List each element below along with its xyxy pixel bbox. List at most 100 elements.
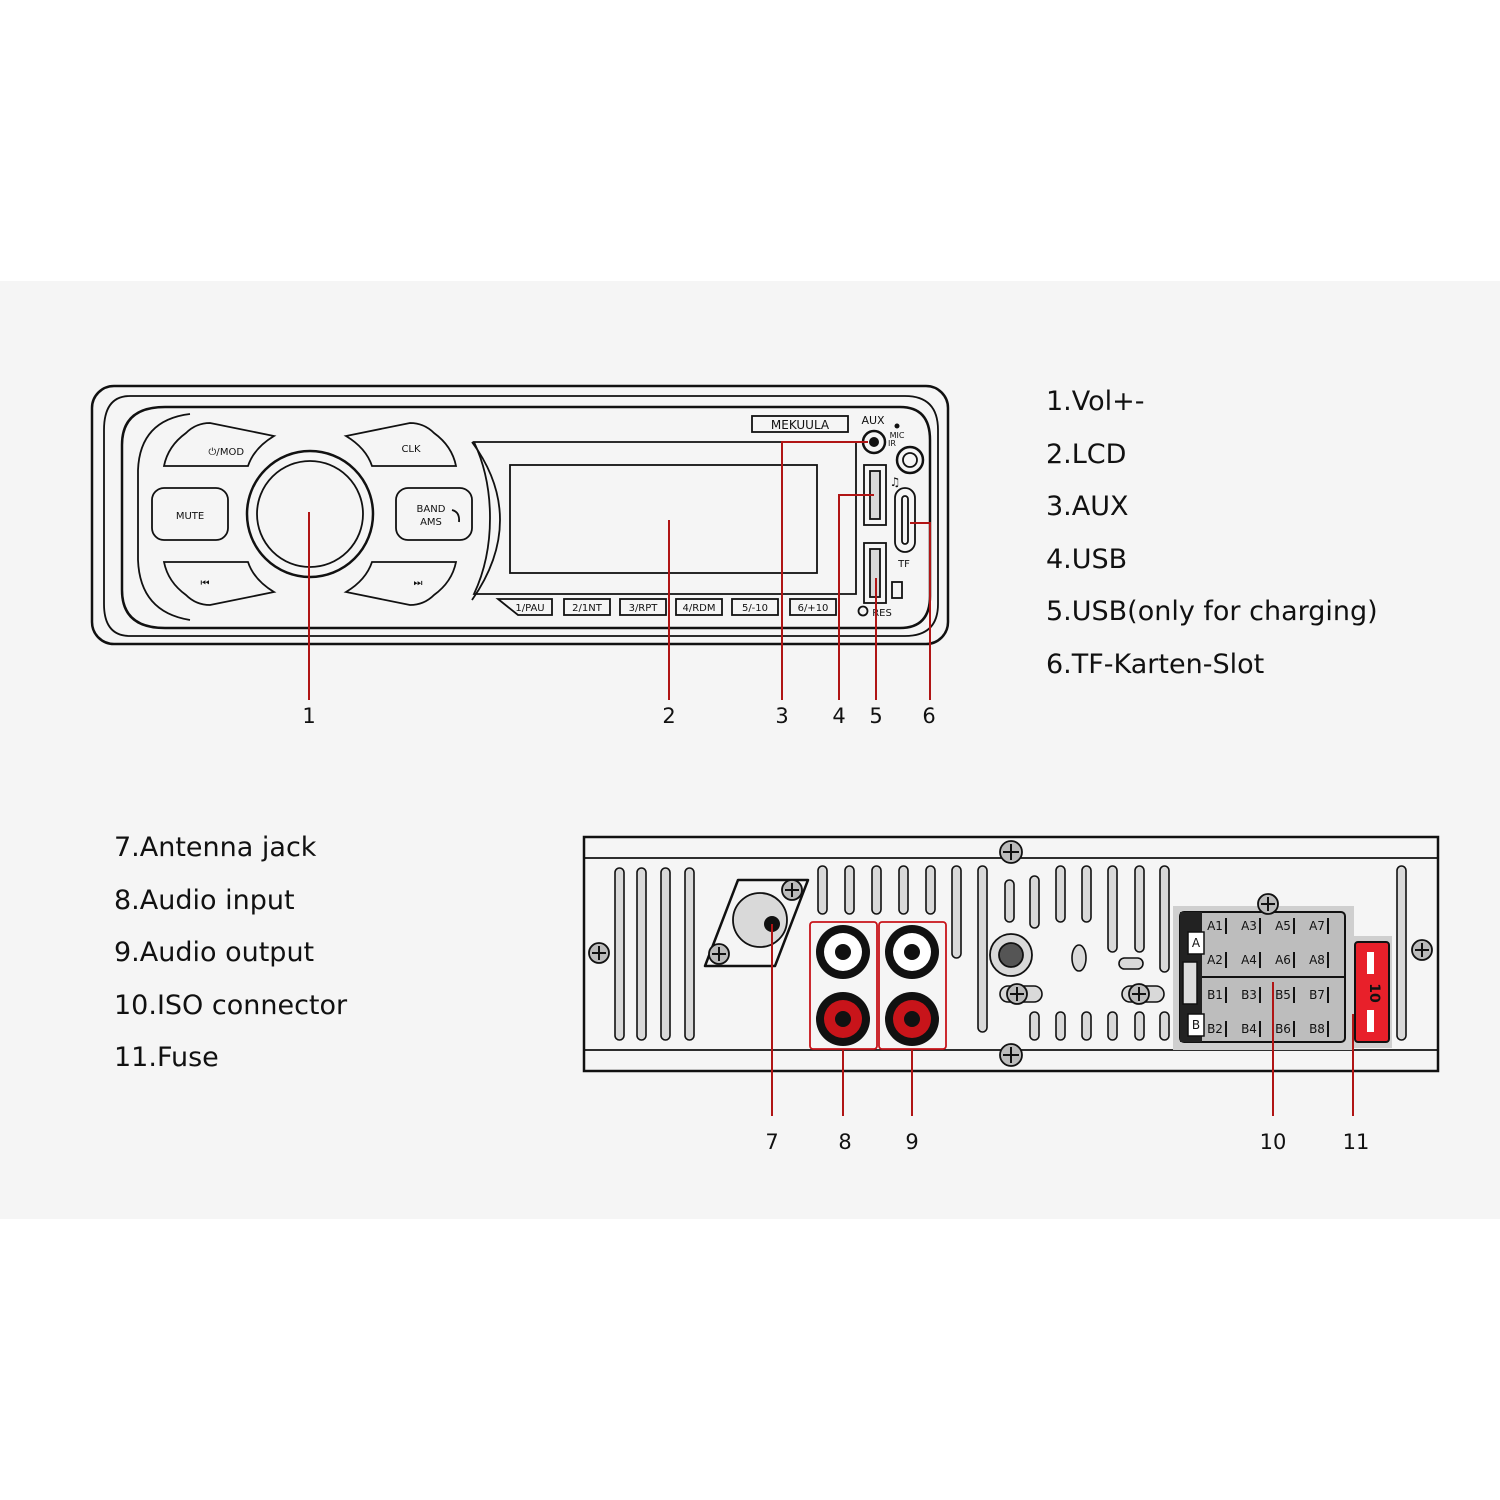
pin-b4: B4	[1241, 1022, 1257, 1036]
preset-5-label: 5/-10	[742, 603, 768, 614]
audio-output-rca[interactable]	[878, 921, 947, 1050]
preset-buttons: 1/PAU 2/1NT 3/RPT 4/RDM 5/-10 6/+10	[495, 598, 837, 616]
preset-2-button[interactable]	[563, 598, 611, 616]
front-housing-outer	[90, 384, 950, 646]
callout-9: 9	[905, 1130, 918, 1154]
pin-a4: A4	[1241, 953, 1257, 967]
pin-a7: A7	[1309, 919, 1325, 933]
preset-6-label: 6/+10	[798, 603, 829, 614]
reset-hole[interactable]	[857, 605, 869, 617]
front-panel: ⏻/ MOD CLK MUTE BAND AMS ⏮ ⏭	[90, 384, 950, 646]
fuse-label: 10	[1366, 983, 1382, 1003]
next-button[interactable]: ⏭	[343, 561, 458, 606]
mute-label: MUTE	[176, 511, 204, 522]
rear-callout-lines	[771, 924, 1354, 1116]
pin-b8: B8	[1309, 1022, 1325, 1036]
screw-icon	[1411, 939, 1433, 961]
callout-11: 11	[1343, 1130, 1370, 1154]
callout-1: 1	[302, 704, 315, 728]
tf-card-slot[interactable]	[894, 487, 916, 553]
legend-item-fuse: 11.Fuse	[114, 1042, 219, 1073]
pin-a6: A6	[1275, 953, 1291, 967]
clk-button[interactable]: CLK	[343, 422, 458, 467]
rear-housing	[582, 835, 1440, 1073]
fuse[interactable]: 10	[1350, 936, 1392, 1048]
legend-item-usb: 4.USB	[1046, 543, 1128, 575]
pin-b1: B1	[1207, 988, 1223, 1002]
mic-hole	[894, 423, 900, 429]
front-housing-inner	[103, 395, 939, 637]
antenna-jack[interactable]	[703, 878, 810, 968]
ams-label: AMS	[420, 517, 442, 528]
connector-a-label: A	[1192, 936, 1201, 950]
next-icon: ⏭	[414, 578, 423, 589]
front-faceplate	[120, 405, 932, 630]
screw-icon	[588, 942, 610, 964]
res-label: RES	[872, 608, 892, 619]
pin-b7: B7	[1309, 988, 1325, 1002]
front-callout-lines	[308, 441, 931, 700]
preset-1-label: 1/PAU	[515, 603, 544, 614]
tf-label: TF	[897, 559, 910, 570]
mod-label: MOD	[220, 447, 244, 458]
preset-5-button[interactable]	[731, 598, 779, 616]
brand-logo: MEKUULA	[771, 418, 830, 432]
vent-slots	[614, 865, 1407, 1041]
preset-6-button[interactable]	[789, 598, 837, 616]
preset-1-button[interactable]	[495, 598, 553, 616]
pin-a1: A1	[1207, 919, 1223, 933]
legend-item-usb-charging: 5.USB(only for charging)	[1046, 596, 1378, 627]
legend-item-audio-output: 9.Audio output	[114, 937, 315, 968]
ir-label: IR	[888, 439, 896, 448]
pin-b3: B3	[1241, 988, 1257, 1002]
rear-legend: 7.Antenna jack 8.Audio input 9.Audio out…	[114, 831, 347, 1094]
screws	[588, 840, 1433, 1067]
mic-label: MIC	[890, 431, 905, 440]
pin-b6: B6	[1275, 1022, 1291, 1036]
button-frame-left	[137, 413, 191, 621]
pin-a3: A3	[1241, 919, 1257, 933]
aux-label: AUX	[861, 414, 885, 427]
front-callout-numbers: 1 2 3 4 5 6	[302, 704, 935, 728]
release-button[interactable]	[895, 445, 925, 475]
legend-item-vol: 1.Vol+-	[1046, 386, 1145, 417]
brand-plate	[751, 415, 849, 433]
preset-4-label: 4/RDM	[682, 603, 715, 614]
band-ams-button[interactable]: BAND AMS	[395, 487, 473, 541]
preset-3-button[interactable]	[619, 598, 667, 616]
preset-4-button[interactable]	[675, 598, 723, 616]
legend-item-antenna: 7.Antenna jack	[114, 832, 317, 863]
previous-button[interactable]: ⏮	[162, 561, 277, 606]
lcd-screen	[509, 464, 818, 574]
legend-item-aux: 3.AUX	[1046, 491, 1129, 522]
preset-2-label: 2/1NT	[572, 603, 603, 614]
pin-b5: B5	[1275, 988, 1291, 1002]
callout-4: 4	[832, 704, 845, 728]
mod-button[interactable]: ⏻/ MOD	[162, 422, 277, 467]
phone-icon	[451, 509, 461, 523]
preset-3-label: 3/RPT	[629, 603, 659, 614]
lcd-bezel	[472, 441, 857, 595]
audio-input-rca[interactable]	[809, 921, 878, 1050]
mount-hole	[989, 933, 1165, 1005]
callout-10: 10	[1260, 1130, 1287, 1154]
rear-panel: A B A1 A3 A5 A7 A2 A4 A6 A8 B1 B3 B5 B7 …	[582, 835, 1440, 1073]
diagram-background	[0, 281, 1500, 1219]
legend-item-iso: 10.ISO connector	[114, 989, 348, 1021]
callout-8: 8	[838, 1130, 851, 1154]
pin-a2: A2	[1207, 953, 1223, 967]
callout-5: 5	[869, 704, 882, 728]
legend-item-audio-input: 8.Audio input	[114, 884, 295, 916]
legend-item-lcd: 2.LCD	[1046, 438, 1127, 470]
mute-button[interactable]: MUTE	[151, 487, 229, 541]
power-icon: ⏻/	[208, 447, 220, 458]
pin-b2: B2	[1207, 1022, 1223, 1036]
iso-connector[interactable]: A B A1 A3 A5 A7 A2 A4 A6 A8 B1 B3 B5 B7 …	[1173, 893, 1354, 1050]
connector-b-label: B	[1192, 1018, 1200, 1032]
callout-6: 6	[922, 704, 935, 728]
battery-icon	[891, 581, 903, 599]
callout-2: 2	[662, 704, 675, 728]
screw-icon	[999, 1043, 1023, 1067]
callout-3: 3	[775, 704, 788, 728]
clk-label: CLK	[401, 444, 421, 455]
